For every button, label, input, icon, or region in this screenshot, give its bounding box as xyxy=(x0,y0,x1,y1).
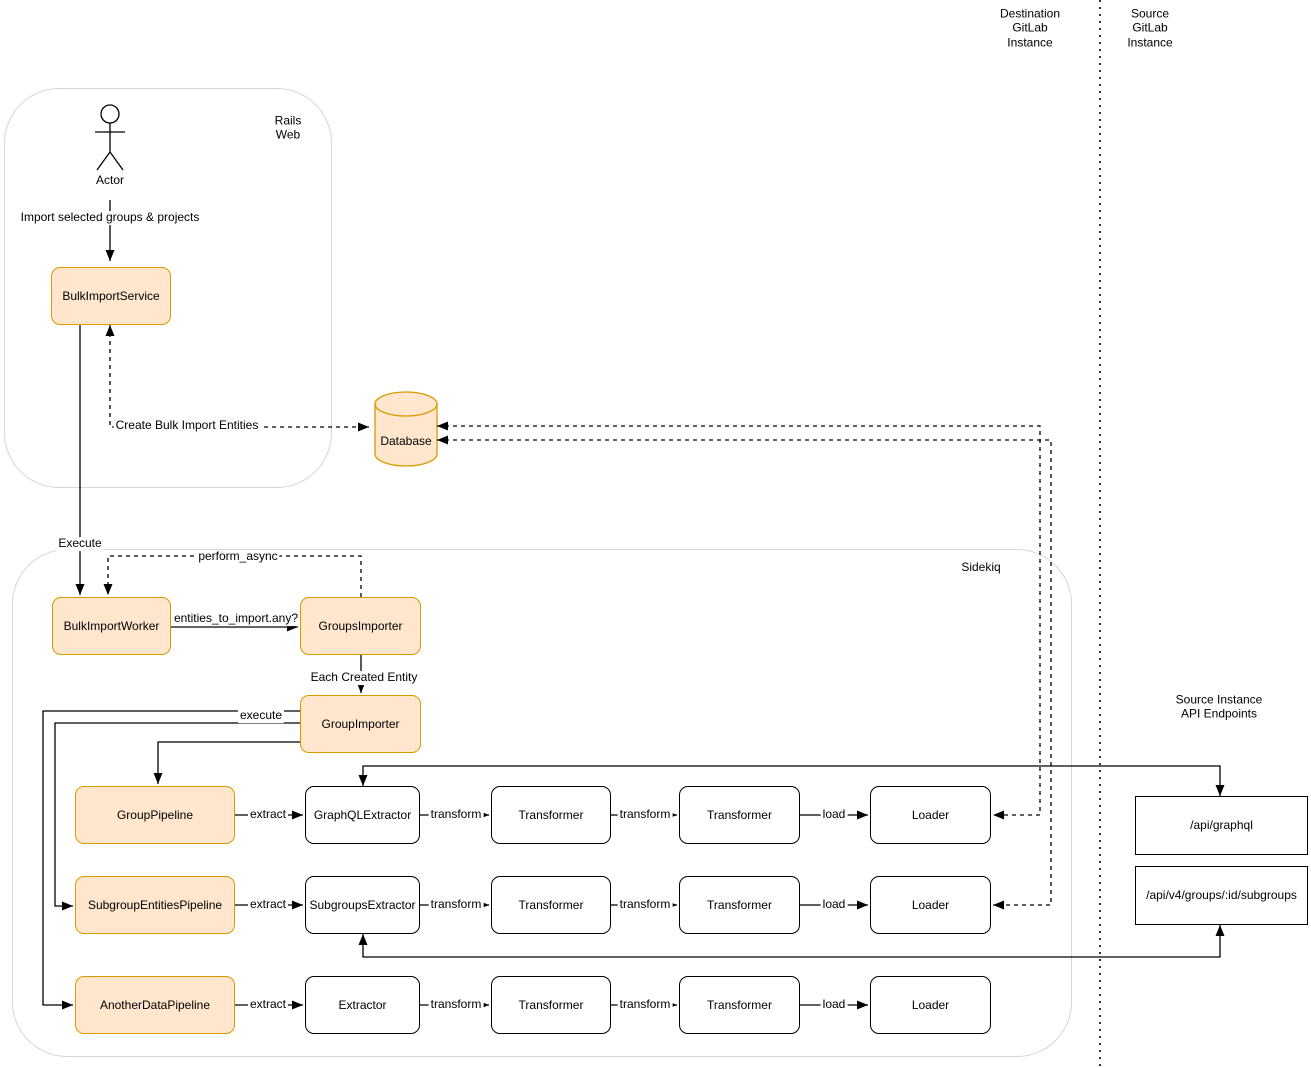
edge-label-load-row3: load xyxy=(820,997,848,1012)
rails-web-label: Rails Web xyxy=(274,113,302,142)
edge-label-extract-row2: extract xyxy=(247,897,289,912)
edge-label-perform-async: perform_async xyxy=(196,549,280,564)
node-transformer-1-2: Transformer xyxy=(679,786,800,844)
edge-label-execute: Execute xyxy=(56,536,104,551)
edge-execute-subgroup-pipeline xyxy=(54,722,300,911)
edge-label-transform2-row3: transform xyxy=(617,997,673,1012)
node-transformer-1-1: Transformer xyxy=(491,786,611,844)
edge-label-entities-to-import-any: entities_to_import.any? xyxy=(171,611,301,626)
node-extractor: Extractor xyxy=(305,976,420,1034)
source-instance-header: Source GitLab Instance xyxy=(1127,6,1173,50)
node-subgroup-entities-pipeline: SubgroupEntitiesPipeline xyxy=(75,876,235,934)
node-transformer-3-1: Transformer xyxy=(491,976,611,1034)
node-api-subgroups: /api/v4/groups/:id/subgroups xyxy=(1135,866,1308,925)
edge-label-transform1-row2: transform xyxy=(428,897,484,912)
node-transformer-3-2: Transformer xyxy=(679,976,800,1034)
node-bulk-import-worker: BulkImportWorker xyxy=(52,597,171,655)
edge-label-import-selected: Import selected groups & projects xyxy=(18,210,202,225)
edge-label-transform2-row2: transform xyxy=(617,897,673,912)
node-loader-2: Loader xyxy=(870,876,991,934)
node-bulk-import-service: BulkImportService xyxy=(51,267,171,325)
sidekiq-label: Sidekiq xyxy=(961,559,1001,574)
api-endpoints-title: Source Instance API Endpoints xyxy=(1175,692,1263,721)
destination-instance-header: Destination GitLab Instance xyxy=(999,6,1061,50)
edge-execute-another-pipeline xyxy=(42,710,300,1010)
edge-execute-group-pipeline xyxy=(153,741,300,784)
actor-label: Actor xyxy=(95,172,125,187)
edge-subgroups-extractor-api xyxy=(358,925,1225,958)
edge-label-execute-pipeline: execute xyxy=(237,708,285,723)
edge-label-each-created-entity: Each Created Entity xyxy=(308,670,420,685)
node-graphql-extractor: GraphQLExtractor xyxy=(305,786,420,844)
edge-create-entities-db xyxy=(105,325,369,432)
edge-loader1-db xyxy=(437,421,1041,820)
edge-label-transform2-row1: transform xyxy=(617,807,673,822)
node-another-data-pipeline: AnotherDataPipeline xyxy=(75,976,235,1034)
actor-icon xyxy=(95,104,125,171)
node-subgroups-extractor: SubgroupsExtractor xyxy=(305,876,420,934)
node-transformer-2-1: Transformer xyxy=(491,876,611,934)
edge-label-load-row2: load xyxy=(820,897,848,912)
edge-label-extract-row3: extract xyxy=(247,997,289,1012)
node-group-pipeline: GroupPipeline xyxy=(75,786,235,844)
edge-label-load-row1: load xyxy=(820,807,848,822)
edge-label-extract-row1: extract xyxy=(247,807,289,822)
edge-label-create-bulk-import-entities: Create Bulk Import Entities xyxy=(113,418,261,433)
database-cylinder-icon xyxy=(374,391,438,467)
edge-label-transform1-row3: transform xyxy=(428,997,484,1012)
edge-label-transform1-row1: transform xyxy=(428,807,484,822)
node-groups-importer: GroupsImporter xyxy=(300,597,421,655)
node-loader-3: Loader xyxy=(870,976,991,1034)
node-api-graphql: /api/graphql xyxy=(1135,796,1308,855)
node-loader-1: Loader xyxy=(870,786,991,844)
edge-perform-async xyxy=(103,555,362,597)
node-group-importer: GroupImporter xyxy=(300,695,421,753)
database-label: Database xyxy=(380,433,432,448)
rails-web-container xyxy=(4,88,332,488)
edge-loader2-db xyxy=(437,435,1052,910)
node-transformer-2-2: Transformer xyxy=(679,876,800,934)
